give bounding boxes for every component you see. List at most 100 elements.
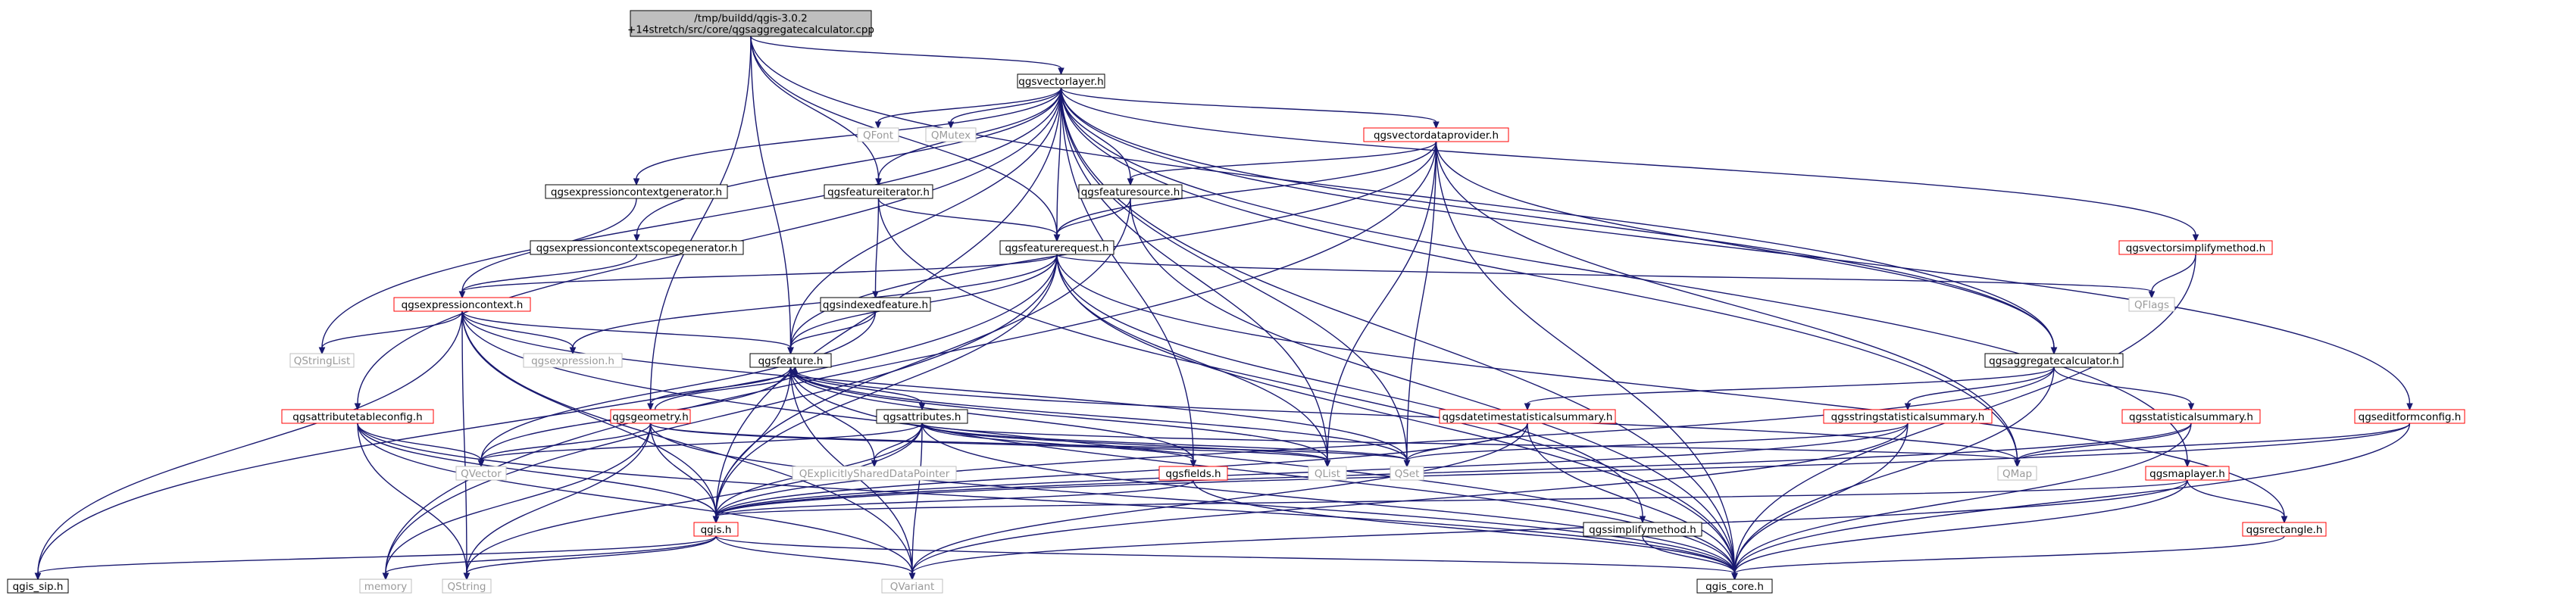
edge-root-to-qgsgeometry (647, 36, 752, 411)
edge-qgsaggcalc-to-qgsstatsummary (2053, 366, 2195, 411)
node-label: QList (1315, 468, 1340, 480)
edge-qgsvectordataprovider-to-qgsfeaturesource (1127, 141, 1437, 186)
node-qgis[interactable]: qgis.h (693, 522, 739, 537)
node-label: qgsmaplayer.h (2149, 468, 2225, 480)
node-qgsstringstat[interactable]: qgsstringstatisticalsummary.h (1823, 409, 1993, 424)
edge-qgsfeature-to-qgis (712, 366, 792, 524)
edge-qgis-to-qvariant (715, 535, 916, 581)
edge-qgsattributes-to-qvariant (908, 423, 923, 581)
node-qmutex[interactable]: QMutex (925, 127, 977, 142)
node-qflags[interactable]: QFlags (2128, 297, 2175, 312)
node-qgsgeometry[interactable]: qgsgeometry.h (610, 409, 691, 424)
edge-qgsattributes-to-qvector (477, 423, 923, 468)
node-qgiscore[interactable]: qgis_core.h (1696, 578, 1773, 594)
node-label: qgsstatisticalsummary.h (2129, 411, 2253, 423)
node-label: /tmp/buildd/qgis-3.0.2 (694, 13, 808, 25)
node-memory[interactable]: memory (359, 578, 412, 594)
edge-qgsfeature-to-qgsfields (789, 366, 1197, 468)
node-qgsvectordataprovider[interactable]: qgsvectordataprovider.h (1363, 127, 1509, 142)
edge-qgsvectorlayer-to-qgsvectordataprovider (1060, 87, 1440, 129)
node-label: QSet (1395, 468, 1420, 480)
edge-qgsindexedfeature-to-qgsfeature (787, 310, 877, 355)
node-label: qgsgeometry.h (612, 411, 689, 423)
node-label: qgsrectangle.h (2246, 524, 2323, 536)
node-label: QFont (863, 129, 893, 142)
node-qgseditformconfig[interactable]: qgseditformconfig.h (2354, 409, 2465, 424)
node-label: qgsvectorsimplifymethod.h (2126, 242, 2266, 254)
node-qgsfields[interactable]: qgsfields.h (1158, 466, 1228, 481)
edge-root-to-qgsvectorlayer (750, 36, 1064, 76)
node-qgsattributes[interactable]: qgsattributes.h (876, 409, 968, 424)
node-label: QMutex (931, 129, 971, 142)
node-root[interactable]: /tmp/buildd/qgis-3.0.2+14stretch/src/cor… (627, 10, 874, 37)
edge-qgsexprctx-to-qgsfeature (461, 310, 794, 355)
edge-qgsvectorlayer-to-qgsaggcalc (1060, 87, 2058, 355)
node-qgsindexedfeature[interactable]: qgsindexedfeature.h (820, 297, 931, 312)
node-label: qgsfeaturerequest.h (1005, 242, 1108, 254)
node-qgsvectorlayer[interactable]: qgsvectorlayer.h (1017, 73, 1105, 89)
node-qgsfeaturerequest[interactable]: qgsfeaturerequest.h (999, 240, 1114, 255)
node-qgsexprctx[interactable]: qgsexpressioncontext.h (393, 297, 531, 312)
node-qlist[interactable]: QList (1308, 466, 1347, 481)
edge-qgsvectordataprovider-to-qset (1403, 141, 1437, 468)
edge-qgsexprctx-to-qstringlist (318, 310, 463, 355)
node-qgsvectorsimplify[interactable]: qgsvectorsimplifymethod.h (2118, 240, 2273, 255)
node-label: qgsvectorlayer.h (1018, 76, 1103, 88)
node-qgsaggcalc[interactable]: qgsaggregatecalculator.h (1984, 353, 2124, 368)
edge-qgsfeaturerequest-to-qflags (1056, 254, 2156, 299)
node-qgsfeaturesource[interactable]: qgsfeaturesource.h (1078, 184, 1183, 199)
node-label: qgsexpressioncontextscopegenerator.h (536, 242, 738, 254)
edge-qgis-to-memory (382, 535, 717, 581)
edge-qgsattributes-to-qgsfields (921, 423, 1197, 468)
node-qgssimplifymethod[interactable]: qgssimplifymethod.h (1583, 522, 1702, 537)
edge-layer (34, 36, 2413, 581)
edge-qgsgeometry-to-qstring (463, 423, 652, 581)
node-qmap[interactable]: QMap (1997, 466, 2037, 481)
edge-qgsstatsummary-to-qmap (2014, 423, 2192, 468)
node-label: QVector (461, 468, 502, 480)
edge-qgsattributes-to-qlist (921, 423, 1331, 468)
node-qgsrectangle[interactable]: qgsrectangle.h (2242, 522, 2327, 537)
node-qgsexprctxgen[interactable]: qgsexpressioncontextgenerator.h (545, 184, 728, 199)
node-layer: /tmp/buildd/qgis-3.0.2+14stretch/src/cor… (7, 10, 2465, 594)
node-label: QMap (2002, 468, 2032, 480)
node-qgsexprscopegen[interactable]: qgsexpressioncontextscopegenerator.h (530, 240, 744, 255)
node-qgsstatsummary[interactable]: qgsstatisticalsummary.h (2121, 409, 2261, 424)
node-qstringlist[interactable]: QStringList (289, 353, 355, 368)
node-qgissip[interactable]: qgis_sip.h (7, 578, 69, 594)
node-label: qgsfields.h (1165, 468, 1221, 480)
node-label: qgsdatetimestatisticalsummary.h (1443, 411, 1613, 423)
edge-qgsexprctx-to-qvariant (461, 310, 916, 581)
node-qvector[interactable]: QVector (455, 466, 507, 481)
node-label: QExplicitlySharedDataPointer (799, 468, 950, 480)
node-label: QFlags (2134, 299, 2169, 311)
node-label: qgsfeature.h (758, 355, 824, 367)
edge-qgsgeometry-to-qgsfeature (654, 366, 799, 410)
node-qgsdatetimestat[interactable]: qgsdatetimestatisticalsummary.h (1439, 409, 1616, 424)
node-qvariant[interactable]: QVariant (881, 578, 943, 594)
node-qset[interactable]: QSet (1390, 466, 1424, 481)
node-label: qgssimplifymethod.h (1589, 524, 1696, 536)
edge-qgsfeaturerequest-to-qgsexprctx (458, 254, 1058, 299)
edge-qgsstringstat-to-qset (1403, 423, 1909, 468)
node-qgsattrtableconfig[interactable]: qgsattributetableconfig.h (281, 409, 434, 424)
node-label: +14stretch/src/core/qgsaggregatecalculat… (627, 24, 874, 36)
node-qgsfeatureiterator[interactable]: qgsfeatureiterator.h (824, 184, 933, 199)
node-qstring[interactable]: QString (442, 578, 492, 594)
edge-qgsvectorlayer-to-qgsexprctxgen (633, 87, 1062, 186)
edge-qgsrectangle-to-qgiscore (1731, 535, 2285, 581)
node-label: qgsexpression.h (531, 355, 614, 367)
node-label: qgsexpressioncontext.h (402, 299, 524, 311)
node-label: qgsexpressioncontextgenerator.h (551, 186, 722, 198)
node-qgsmaplayer[interactable]: qgsmaplayer.h (2145, 466, 2230, 481)
node-qgsexpression[interactable]: qgsexpression.h (523, 353, 623, 368)
node-label: qgis_sip.h (13, 581, 64, 593)
node-label: qgsstringstatisticalsummary.h (1831, 411, 1985, 423)
node-qfont[interactable]: QFont (857, 127, 899, 142)
node-label: qgsaggregatecalculator.h (1989, 355, 2119, 367)
node-qgsfeature[interactable]: qgsfeature.h (749, 353, 832, 368)
edge-root-to-qgsaggcalc (750, 36, 2058, 355)
edge-qgsvectorlayer-to-qlist (1060, 87, 1331, 468)
node-qexplicit[interactable]: QExplicitlySharedDataPointer (792, 466, 957, 481)
edge-qgsexprctx-to-qgsexpression (461, 310, 577, 355)
